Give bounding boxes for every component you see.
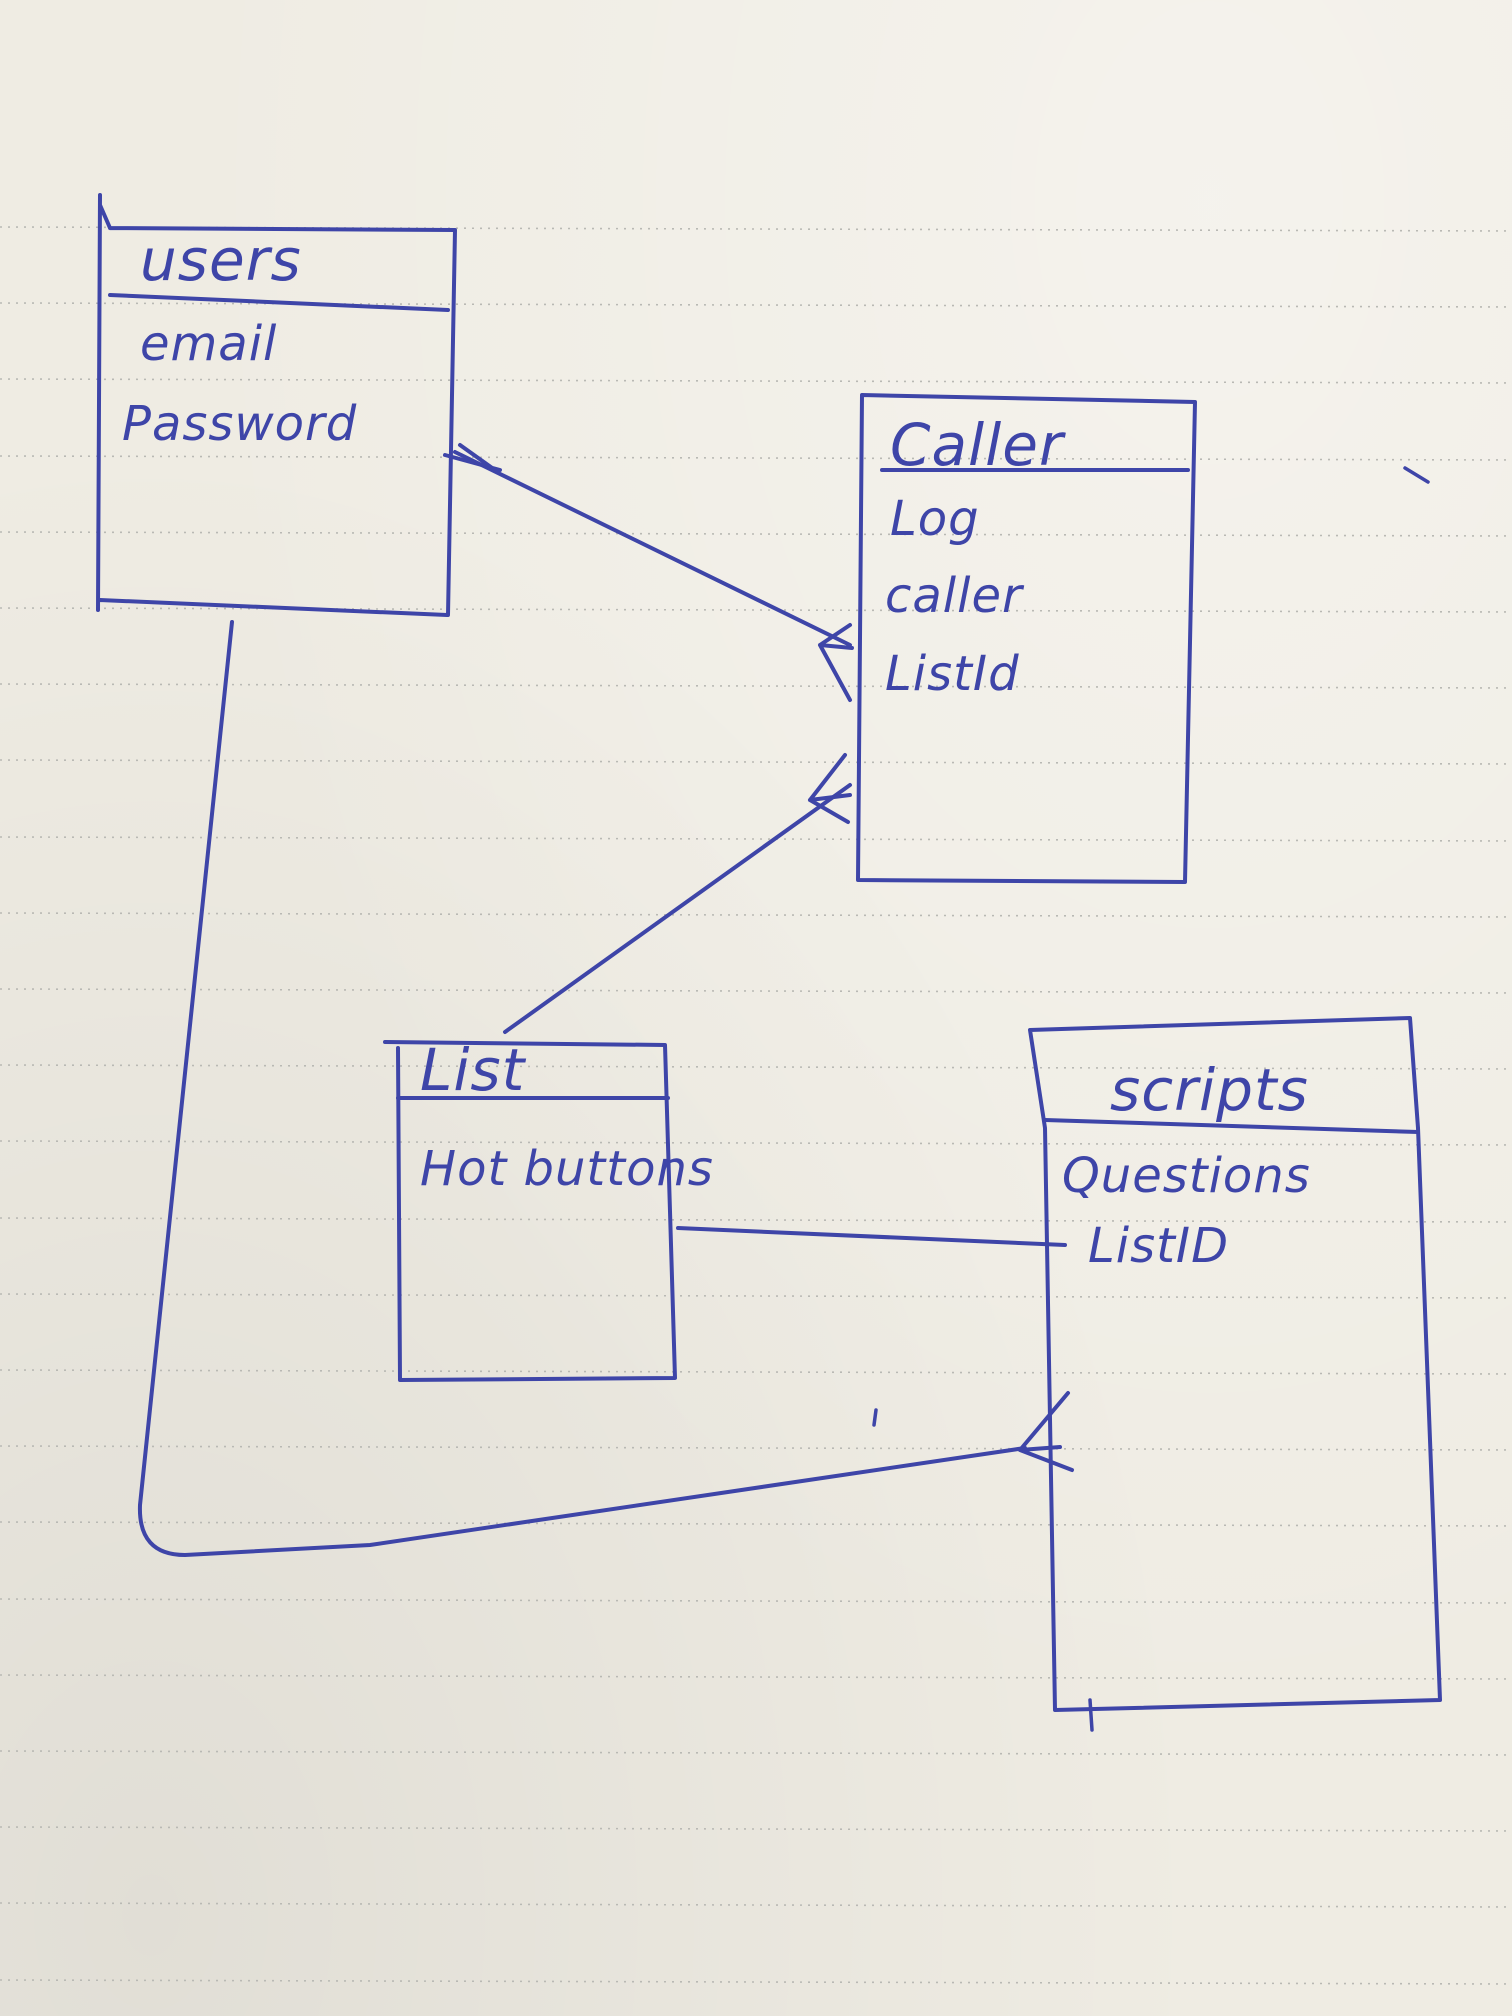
entity-users-field-password: Password <box>122 396 357 452</box>
ruled-line <box>0 1750 1512 1756</box>
relation-list-scripts <box>676 1226 1067 1247</box>
ruled-line <box>0 836 1512 842</box>
entity-caller-box <box>856 393 1197 884</box>
entity-caller-field-log: Log <box>890 491 980 547</box>
entity-list-box <box>383 1040 677 1382</box>
relation-list-caller-crowfoot <box>808 753 852 824</box>
entity-list-title: List <box>420 1036 527 1104</box>
ruled-line <box>0 1140 1512 1146</box>
entity-list-field-hot-buttons: Hot buttons <box>420 1141 714 1197</box>
entity-scripts-title: scripts <box>1110 1056 1309 1124</box>
ruled-line <box>0 912 1512 918</box>
ruled-line <box>0 302 1512 308</box>
entity-caller-title: Caller <box>890 411 1066 479</box>
ruled-line <box>0 759 1512 765</box>
entity-list: List Hot buttons <box>383 1036 714 1382</box>
entity-scripts-field-questions: Questions <box>1062 1148 1311 1204</box>
entity-users: users email Password <box>96 193 457 617</box>
entity-scripts-tick <box>1088 1698 1094 1732</box>
ruled-line <box>0 1826 1512 1832</box>
entity-users-title: users <box>140 226 302 294</box>
entity-scripts-box <box>1028 1016 1442 1712</box>
entity-users-box <box>96 193 457 617</box>
ruled-line <box>0 1598 1512 1604</box>
relation-users-caller <box>453 450 852 647</box>
ruled-line <box>0 1521 1512 1527</box>
entity-users-field-email: email <box>140 316 277 372</box>
ruled-line <box>0 455 1512 461</box>
entity-scripts-divider <box>1043 1118 1420 1134</box>
entity-caller: Caller Log caller ListId <box>856 393 1197 884</box>
ruled-line <box>0 1445 1512 1451</box>
entity-caller-field-caller: caller <box>885 568 1025 624</box>
pen-mark <box>872 1408 878 1427</box>
ruled-line <box>0 1293 1512 1299</box>
entity-scripts-field-listid: ListID <box>1088 1218 1229 1274</box>
ruled-line <box>0 531 1512 537</box>
relationships <box>137 443 1074 1557</box>
ruled-line <box>0 988 1512 994</box>
entity-caller-field-listid: ListId <box>885 646 1020 702</box>
relation-users-caller-end-one <box>443 443 502 472</box>
relation-users-scripts-crowfoot <box>1018 1391 1074 1472</box>
entity-scripts: scripts Questions ListID <box>1028 1016 1442 1732</box>
ruled-line <box>0 607 1512 613</box>
ruled-line <box>0 1674 1512 1680</box>
relation-list-caller <box>503 783 852 1034</box>
ruled-line <box>0 1902 1512 1908</box>
relation-users-caller-crowfoot <box>818 623 854 702</box>
entity-users-divider <box>108 293 450 312</box>
relation-users-scripts <box>137 620 1027 1557</box>
pen-mark <box>1403 466 1430 484</box>
ruled-line <box>0 1979 1512 1985</box>
ruled-line <box>0 1369 1512 1375</box>
ruled-line <box>0 378 1512 384</box>
ruled-line <box>0 1217 1512 1223</box>
